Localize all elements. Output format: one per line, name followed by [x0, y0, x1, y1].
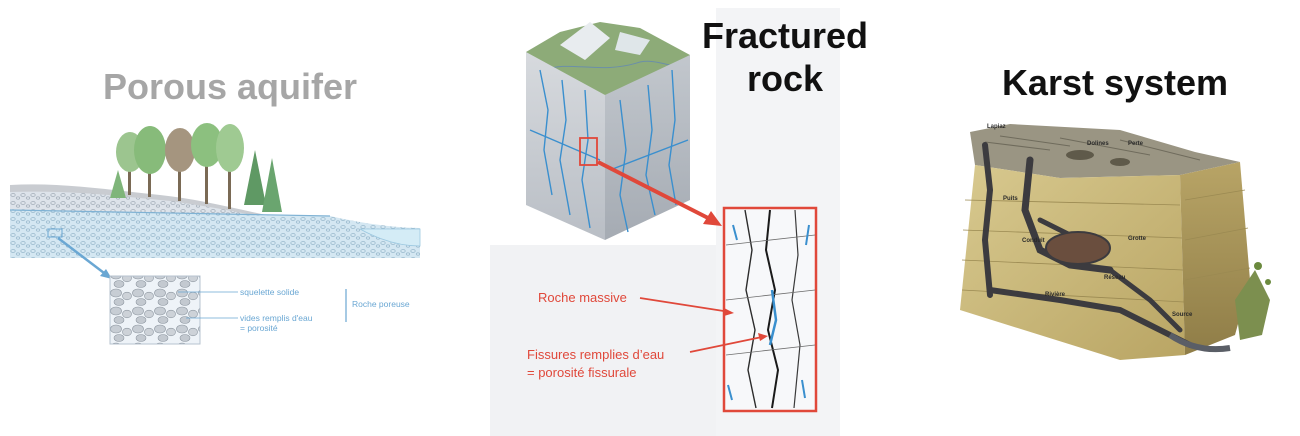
skeleton-label: squelette solide	[240, 287, 300, 297]
massive-pointer	[639, 297, 731, 313]
lake	[359, 228, 421, 247]
porous-aquifer-title: Porous aquifer	[102, 66, 358, 107]
karst-illustration	[960, 124, 1271, 360]
saturated-zone	[10, 210, 420, 258]
fissures-label-line2: = porosité fissurale	[527, 365, 637, 380]
karst-label-dolines: Dolines	[1087, 141, 1109, 147]
karst-label-lapiaz: Lapiaz	[987, 124, 1006, 130]
karst-side	[1180, 162, 1250, 355]
karst-label-perte: Perte	[1128, 141, 1144, 147]
inset-arrow	[57, 237, 109, 277]
karst-label-puits: Puits	[1003, 196, 1018, 202]
porous-aquifer-illustration	[9, 123, 421, 345]
lower-backing	[490, 245, 716, 436]
karst-system-title: Karst system	[1001, 62, 1229, 103]
karst-vegetation	[1235, 270, 1270, 340]
fissure-pointer	[689, 336, 763, 353]
karst-label-riviere: Rivière	[1045, 292, 1066, 298]
karst-label-source: Source	[1172, 312, 1193, 318]
massive-rock-label: Roche massive	[538, 290, 627, 305]
selection-box	[579, 137, 598, 166]
voids-label-line1: vides remplis d'eau	[240, 313, 313, 323]
inset-cracks	[725, 209, 816, 409]
cave-chamber	[1045, 231, 1111, 265]
porous-rock-group-label: Roche poreuse	[352, 299, 410, 309]
karst-label-conduit: Conduit	[1022, 238, 1045, 244]
fissures-label-line1: Fissures remplies d’eau	[527, 347, 665, 362]
karst-spring	[1168, 332, 1231, 353]
karst-top	[970, 124, 1240, 178]
karst-label-grotte: Grotte	[1128, 236, 1146, 242]
water-table	[9, 209, 331, 217]
zoom-arrow	[597, 160, 713, 222]
fractured-rock-title-line2: rock	[746, 58, 824, 99]
karst-label-reseau: Réseau	[1104, 275, 1126, 281]
fractured-rock-title-line1: Fractured	[701, 15, 869, 56]
block-side	[605, 55, 690, 240]
fractured-rock-illustration	[490, 8, 840, 436]
trees	[110, 123, 282, 212]
grain-inset	[109, 275, 201, 345]
fracture-inset	[722, 206, 818, 413]
sample-marker	[47, 228, 63, 238]
voids-label-line2: = porosité	[240, 323, 278, 333]
